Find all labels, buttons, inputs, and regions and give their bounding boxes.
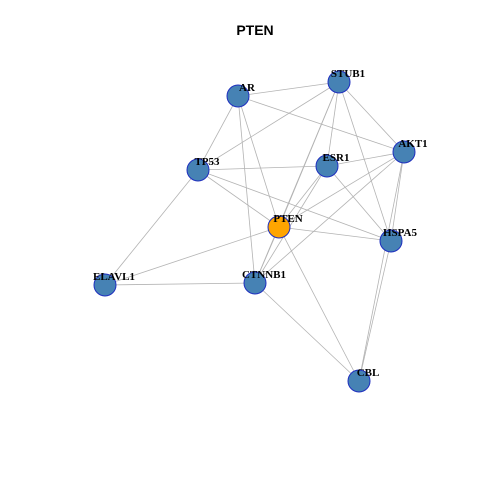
node-label: ELAVL1 xyxy=(93,271,135,283)
edge-pten-hspa5 xyxy=(278,226,392,242)
node-circle[interactable] xyxy=(392,140,416,164)
edge-stub1-akt1 xyxy=(338,81,405,153)
node-tp53[interactable]: TP53 xyxy=(186,156,220,182)
edge-hspa5-cbl xyxy=(358,240,392,382)
node-esr1[interactable]: ESR1 xyxy=(315,152,350,178)
node-label: PTEN xyxy=(273,213,302,225)
edge-ar-akt1 xyxy=(237,95,405,153)
node-pten[interactable]: PTEN xyxy=(267,213,303,239)
edge-ar-pten xyxy=(237,95,280,228)
node-circle[interactable] xyxy=(267,215,291,239)
edge-esr1-hspa5 xyxy=(326,165,392,242)
edge-ar-stub1 xyxy=(237,81,340,97)
node-label: CBL xyxy=(357,367,380,379)
node-circle[interactable] xyxy=(327,70,351,94)
edge-tp53-hspa5 xyxy=(197,169,392,242)
node-circle[interactable] xyxy=(226,84,250,108)
edge-esr1-ctnnb1 xyxy=(254,165,328,284)
edge-pten-cbl xyxy=(278,226,360,382)
node-circle[interactable] xyxy=(315,154,339,178)
node-stub1[interactable]: STUB1 xyxy=(327,68,365,94)
edge-akt1-hspa5 xyxy=(390,151,405,242)
node-label: TP53 xyxy=(194,156,220,168)
edge-ctnnb1-cbl xyxy=(254,282,360,382)
node-circle[interactable] xyxy=(186,158,210,182)
edge-layer xyxy=(104,81,405,382)
node-label: HSPA5 xyxy=(383,227,418,239)
node-circle[interactable] xyxy=(93,273,117,297)
node-label: CTNNB1 xyxy=(242,269,286,281)
node-label: AR xyxy=(239,82,256,94)
edge-akt1-esr1 xyxy=(326,151,405,167)
edge-pten-elavl1 xyxy=(104,226,280,286)
edge-ar-ctnnb1 xyxy=(237,95,256,284)
node-circle[interactable] xyxy=(243,271,267,295)
node-label: AKT1 xyxy=(398,138,427,150)
edge-ar-tp53 xyxy=(197,95,239,171)
edge-akt1-pten xyxy=(278,151,405,228)
edge-akt1-ctnnb1 xyxy=(254,151,405,284)
edge-akt1-cbl xyxy=(358,151,405,382)
node-label: ESR1 xyxy=(323,152,350,164)
edge-stub1-hspa5 xyxy=(338,81,392,242)
node-hspa5[interactable]: HSPA5 xyxy=(379,227,418,253)
node-ar[interactable]: AR xyxy=(226,82,256,108)
node-label: STUB1 xyxy=(331,68,365,80)
node-circle[interactable] xyxy=(379,229,403,253)
node-akt1[interactable]: AKT1 xyxy=(392,138,428,164)
edge-tp53-esr1 xyxy=(197,165,328,171)
edge-tp53-pten xyxy=(197,169,280,228)
edge-elavl1-ctnnb1 xyxy=(104,282,256,286)
node-cbl[interactable]: CBL xyxy=(347,367,380,393)
node-ctnnb1[interactable]: CTNNB1 xyxy=(242,269,286,295)
edge-tp53-elavl1 xyxy=(104,169,199,286)
graph-title: PTEN xyxy=(236,22,273,38)
node-circle[interactable] xyxy=(347,369,371,393)
edge-stub1-tp53 xyxy=(197,81,340,171)
edge-stub1-esr1 xyxy=(326,81,340,167)
node-elavl1[interactable]: ELAVL1 xyxy=(93,271,135,297)
edge-esr1-pten xyxy=(278,165,328,228)
